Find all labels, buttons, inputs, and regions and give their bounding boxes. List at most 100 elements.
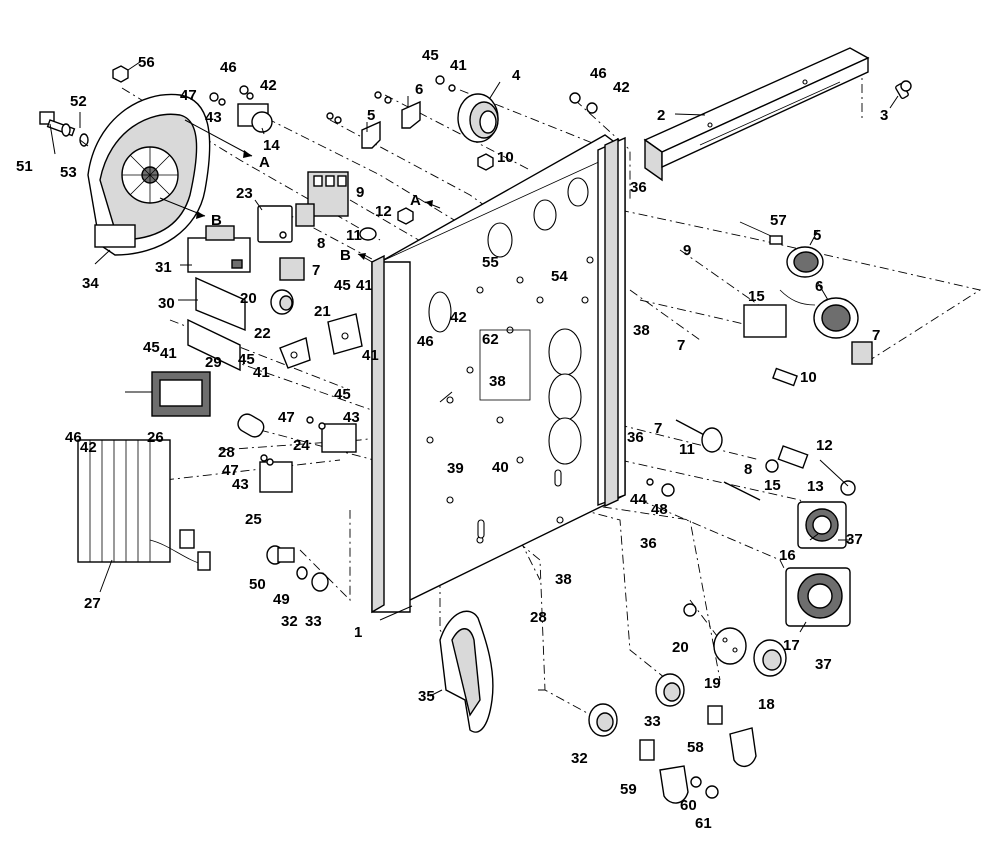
callout-45: 45 [334,277,351,294]
bracket-30 [187,276,246,372]
callout-36: 36 [640,535,657,552]
callout-7: 7 [312,262,320,279]
callout-24: 24 [293,437,310,454]
ref-arrow-b: B [211,212,222,229]
callout-38: 38 [555,571,572,588]
callout-43: 43 [205,109,222,126]
callout-42: 42 [260,77,277,94]
switch-25 [259,454,293,493]
fittings-right [646,367,856,501]
fitting-50-49-33-32 [266,545,329,592]
callout-46: 46 [590,65,607,82]
callout-46: 46 [65,429,82,446]
knob-20-bottom [683,603,697,617]
callout-7: 7 [872,327,880,344]
callout-28: 28 [530,609,547,626]
callout-41: 41 [160,345,177,362]
callout-51: 51 [16,158,33,175]
part-8-11-12 [295,203,414,241]
panel-hole [567,177,589,207]
callout-14: 14 [263,137,280,154]
callout-9: 9 [356,184,364,201]
callout-19: 19 [704,675,721,692]
heatsink-27 [77,439,211,571]
switch-7 [279,257,305,281]
callout-29: 29 [205,354,222,371]
rail-screw [895,80,912,100]
callout-8: 8 [317,235,325,252]
callout-41: 41 [253,364,270,381]
callout-62: 62 [482,331,499,348]
callout-57: 57 [770,212,787,229]
callout-4: 4 [512,67,521,84]
callout-45: 45 [422,47,439,64]
top-channel-rail [643,47,870,182]
callout-53: 53 [60,164,77,181]
ref-arrow-b: B [340,247,351,264]
callout-31: 31 [155,259,172,276]
washer-60-61 [690,776,719,799]
callout-11: 11 [679,441,695,458]
callout-10: 10 [497,149,514,166]
callout-33: 33 [305,613,322,630]
gauge-6 [779,289,859,339]
callout-49: 49 [273,591,290,608]
callout-59: 59 [620,781,637,798]
nut-10 [477,153,494,171]
bushing-33 [655,673,685,707]
callout-26: 26 [147,429,164,446]
callout-38: 38 [633,322,650,339]
callout-47: 47 [180,87,197,104]
callout-6: 6 [415,81,423,98]
callout-43: 43 [343,409,360,426]
callout-45: 45 [334,386,351,403]
housing-nut [112,65,129,83]
panel-hole [548,328,582,376]
callout-48: 48 [651,501,668,518]
callout-54: 54 [551,268,568,285]
callout-36: 36 [627,429,644,446]
callout-45: 45 [143,339,160,356]
callout-43: 43 [232,476,249,493]
reference-arrows [159,119,441,263]
callout-7: 7 [654,420,662,437]
callout-10: 10 [800,369,817,386]
panel-hole [533,199,557,231]
switch-24 [306,416,357,453]
leader-lines [49,61,899,697]
knob-19 [713,627,747,665]
rear-fan-housing [87,93,211,256]
callout-44: 44 [630,491,647,508]
callout-61: 61 [695,815,712,832]
callout-42: 42 [450,309,467,326]
callout-21: 21 [314,303,331,320]
bushing-4 [435,75,499,143]
callout-37: 37 [846,531,863,548]
callout-37: 37 [815,656,832,673]
receptacle-16 [797,501,847,549]
bracket-22 [279,337,311,369]
callout-55: 55 [482,254,499,271]
panel-hole [428,291,452,333]
callout-46: 46 [417,333,434,350]
receptacle-17 [785,567,851,627]
cap-58 [707,705,757,767]
callout-50: 50 [249,576,266,593]
callout-16: 16 [779,547,796,564]
callout-15: 15 [748,288,765,305]
callout-3: 3 [880,107,888,124]
callout-33: 33 [644,713,661,730]
nuts-46-42 [569,92,598,114]
knob-18 [753,639,787,677]
callout-47: 47 [278,409,295,426]
callout-12: 12 [375,203,392,220]
callout-13: 13 [807,478,824,495]
callout-42: 42 [80,439,97,456]
switch-14 [209,85,273,133]
callout-22: 22 [254,325,271,342]
callout-11: 11 [346,227,362,244]
knob-20 [270,289,294,315]
callout-39: 39 [447,460,464,477]
switch-7-right [851,341,873,365]
